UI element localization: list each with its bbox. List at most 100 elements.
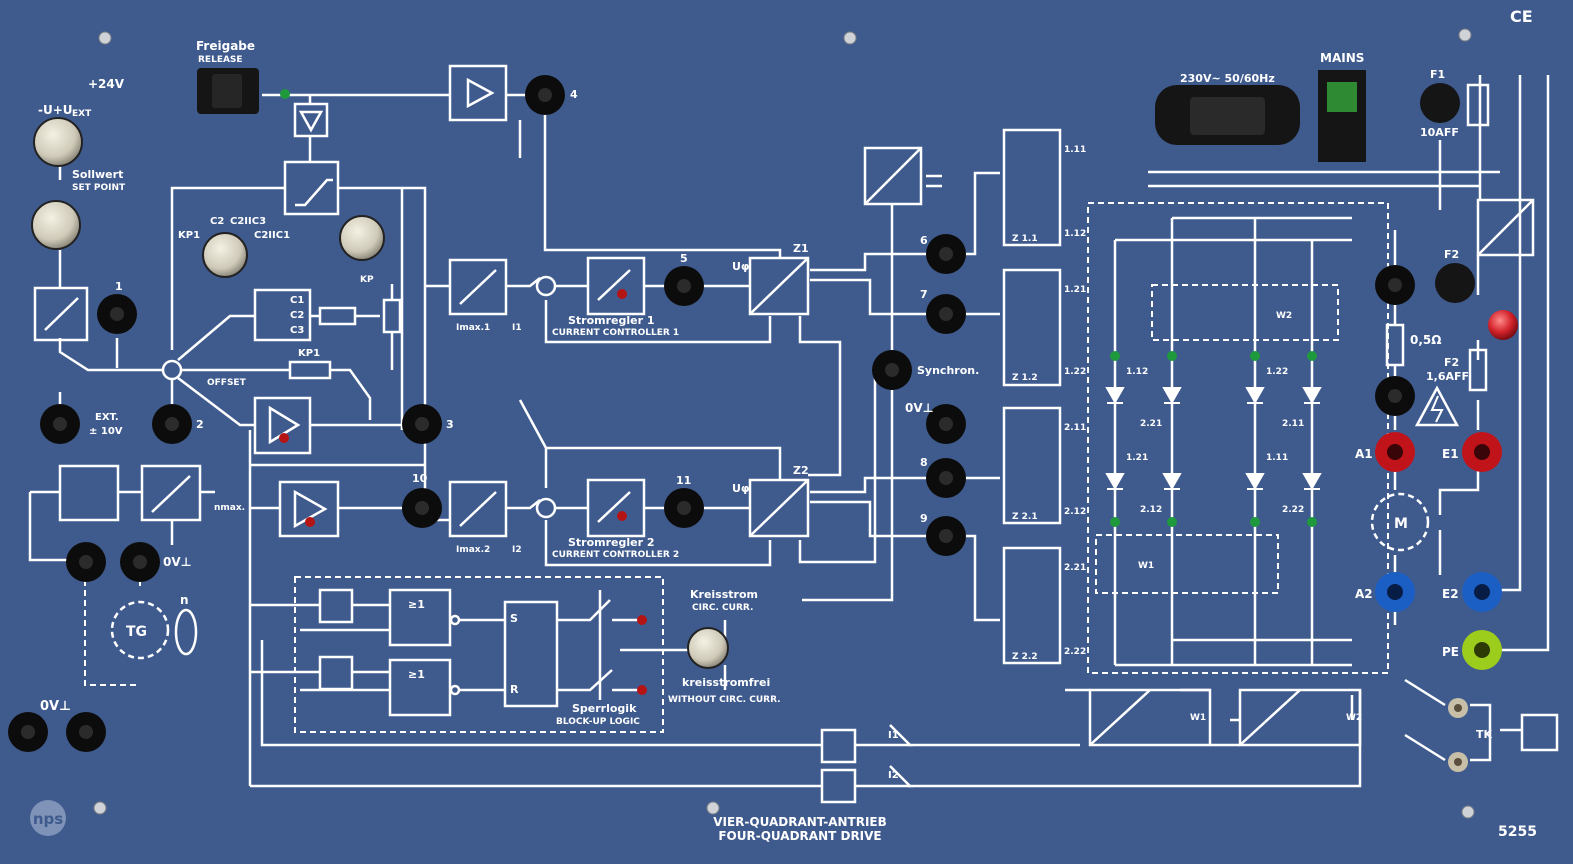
label-pe: PE: [1442, 645, 1459, 659]
label-th121: 1.21: [1126, 453, 1148, 463]
mains-switch[interactable]: [1318, 70, 1366, 162]
led-circ: [637, 615, 647, 625]
label-z2: Z2: [793, 464, 809, 477]
led-bridge-3: [1250, 351, 1260, 361]
label-sperrlogik: Sperrlogik: [572, 702, 637, 715]
led-bridge-1: [1110, 351, 1120, 361]
label-24v: +24V: [88, 77, 125, 91]
label-c2c1: C2IIC1: [254, 230, 290, 241]
label-sollwert: Sollwert: [72, 168, 123, 181]
socket-3[interactable]: [402, 404, 442, 444]
knob-circ-current[interactable]: [687, 627, 729, 669]
label-freigabe: Freigabe: [196, 39, 255, 53]
label-t222: 2.22: [1064, 647, 1086, 657]
label-i2-feedback: I2: [888, 770, 899, 781]
label-kp: KP: [360, 275, 374, 285]
socket-6[interactable]: [926, 234, 966, 274]
label-without-circ: WITHOUT CIRC. CURR.: [668, 695, 781, 705]
label-s: S: [510, 612, 518, 625]
label-th222: 2.22: [1282, 505, 1304, 515]
socket-tacho-0v[interactable]: [120, 542, 160, 582]
label-uphi-1: Uφ: [732, 260, 750, 273]
socket-4[interactable]: [525, 75, 565, 115]
label-imax2: Imax.2: [456, 545, 490, 555]
panel-texts: CE +24V Freigabe RELEASE -U+U EXT Sollwe…: [38, 7, 1537, 843]
socket-e1[interactable]: [1462, 432, 1502, 472]
label-ext: EXT: [72, 109, 92, 119]
socket-synchron[interactable]: [872, 350, 912, 390]
label-w2-bridge: W2: [1276, 311, 1292, 321]
label-0v-tacho: 0V⊥: [163, 555, 192, 569]
label-a1: A1: [1355, 447, 1373, 461]
socket-2[interactable]: [152, 404, 192, 444]
socket-tk-a[interactable]: [1448, 698, 1468, 718]
knob-ext-switch[interactable]: [33, 117, 83, 167]
socket-pe[interactable]: [1462, 630, 1502, 670]
socket-0v-a[interactable]: [8, 712, 48, 752]
fuse-f1[interactable]: [1420, 83, 1460, 123]
knob-kp[interactable]: [339, 215, 385, 261]
label-imax1: Imax.1: [456, 323, 490, 333]
label-socket-11: 11: [676, 474, 691, 487]
label-ge1-b: ≥1: [408, 668, 425, 681]
socket-shunt-bottom[interactable]: [1375, 376, 1415, 416]
label-socket-8: 8: [920, 456, 928, 469]
label-uphi-2: Uφ: [732, 482, 750, 495]
socket-0v-mid[interactable]: [926, 404, 966, 444]
label-circ-curr: CIRC. CURR.: [692, 603, 753, 613]
label-socket-3: 3: [446, 418, 454, 431]
socket-a1[interactable]: [1375, 432, 1415, 472]
socket-1[interactable]: [97, 294, 137, 334]
label-socket-2: 2: [196, 418, 204, 431]
label-f2-top: F2: [1444, 248, 1459, 261]
led-release: [280, 89, 290, 99]
mains-inlet[interactable]: [1155, 85, 1300, 145]
socket-11[interactable]: [664, 488, 704, 528]
release-switch[interactable]: [197, 68, 259, 114]
label-0v-mid: 0V⊥: [905, 401, 934, 415]
label-w1-bridge: W1: [1138, 561, 1154, 571]
label-socket-5: 5: [680, 252, 688, 265]
motor-symbol: [110, 492, 1430, 660]
socket-shunt-top[interactable]: [1375, 265, 1415, 305]
knob-setpoint[interactable]: [31, 200, 81, 250]
label-th212: 2.12: [1140, 505, 1162, 515]
high-voltage-warning-icon: [1414, 385, 1460, 427]
warning-lamp-red: [1488, 310, 1518, 340]
nps-logo: nps: [30, 800, 66, 836]
label-z1: Z1: [793, 242, 809, 255]
socket-9[interactable]: [926, 516, 966, 556]
label-n: n: [180, 593, 189, 607]
socket-e2[interactable]: [1462, 572, 1502, 612]
socket-8[interactable]: [926, 458, 966, 498]
knob-kp1-switch[interactable]: [202, 232, 248, 278]
panel-title-en: FOUR-QUADRANT DRIVE: [718, 829, 881, 843]
led-bridge-2: [1167, 351, 1177, 361]
label-z11: Z 1.1: [1012, 234, 1038, 244]
label-th112: 1.12: [1126, 367, 1148, 377]
label-f1-rating: 10AFF: [1420, 126, 1459, 139]
label-i1-feedback: I1: [888, 730, 899, 741]
socket-ext-10v[interactable]: [40, 404, 80, 444]
label-socket-6: 6: [920, 234, 928, 247]
label-t112: 1.12: [1064, 229, 1086, 239]
socket-tacho-a[interactable]: [66, 542, 106, 582]
led-cc1: [617, 289, 627, 299]
socket-a2[interactable]: [1375, 572, 1415, 612]
socket-5[interactable]: [664, 266, 704, 306]
function-blocks: [33, 64, 1559, 804]
socket-tk-b[interactable]: [1448, 752, 1468, 772]
socket-0v-b[interactable]: [66, 712, 106, 752]
leds: [279, 89, 1317, 695]
label-ext10: EXT.: [95, 412, 119, 423]
socket-7[interactable]: [926, 294, 966, 334]
label-w1-transducer: W1: [1190, 713, 1206, 723]
sockets-colored: [1375, 432, 1502, 772]
summing-nodes: [161, 275, 557, 696]
fuse-f2[interactable]: [1435, 263, 1475, 303]
sockets-black: [8, 75, 1415, 752]
socket-10[interactable]: [402, 488, 442, 528]
label-ge1-a: ≥1: [408, 598, 425, 611]
label-f1: F1: [1430, 68, 1445, 81]
